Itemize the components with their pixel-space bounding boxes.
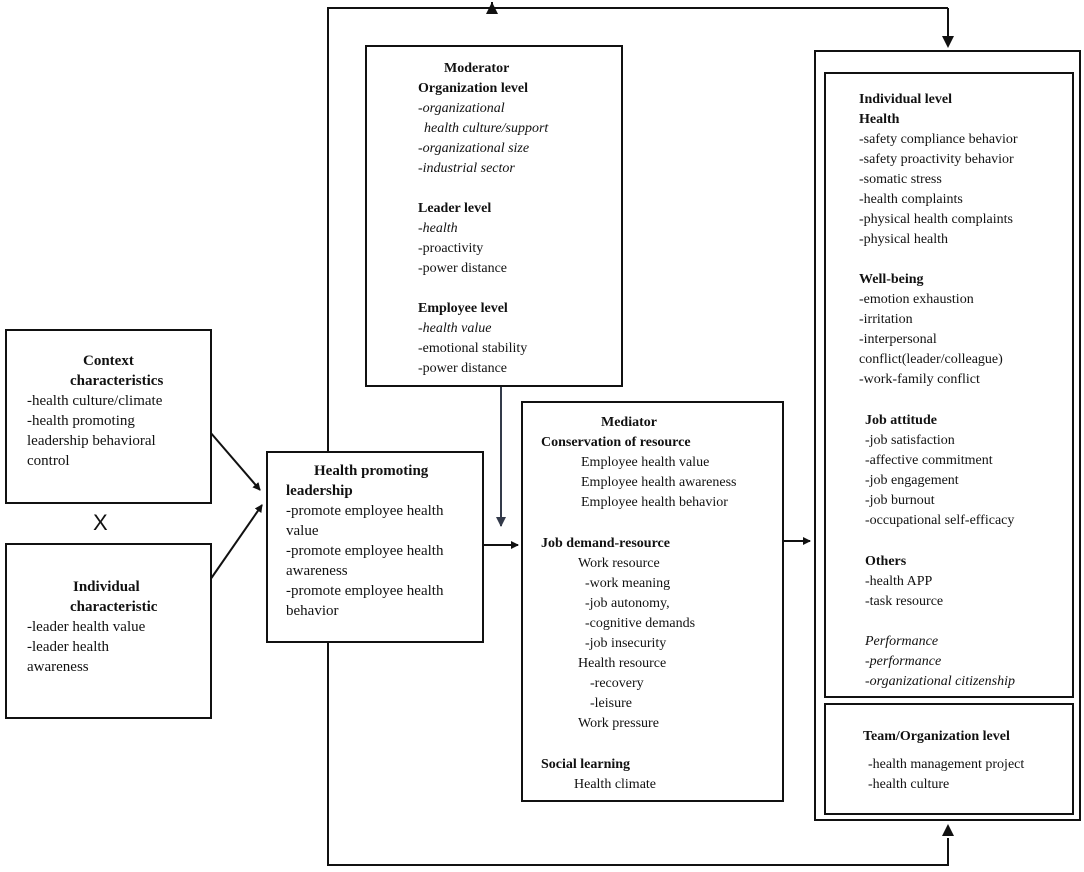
work-pressure-label: Work pressure [578,716,659,731]
context-item: leadership behavioral [27,433,156,449]
health-item: -safety proactivity behavior [859,152,1014,167]
hpl-item: -promote employee health [286,543,444,559]
job-attitude-item: -affective commitment [865,453,993,468]
org-level-item: -organizational size [418,141,530,156]
wellbeing-item: conflict(leader/colleague) [859,352,1003,367]
leader-level-item: -health [418,221,458,236]
team-level-item: -health management project [868,757,1025,772]
moderator-title: Moderator [444,61,510,76]
job-attitude-item: -job satisfaction [865,433,955,448]
job-attitude-item: -occupational self-efficacy [865,513,1015,528]
wellbeing-item: -interpersonal [859,332,937,347]
work-resource-item: -job autonomy, [585,596,670,611]
wellbeing-item: -irritation [859,312,913,327]
others-item: -task resource [865,594,944,609]
hpl-item: -promote employee health [286,583,444,599]
hpl-item: awareness [286,563,348,579]
hpl-item: value [286,523,319,539]
cor-item: Employee health value [581,455,710,470]
top-up-arrowhead [486,2,498,14]
org-level-item: health culture/support [424,121,549,136]
context-item: -health culture/climate [27,393,163,409]
individual-item: -leader health value [27,619,146,635]
health-resource-label: Health resource [578,656,667,671]
individual-item: awareness [27,659,89,675]
wellbeing-item: -emotion exhaustion [859,292,974,307]
health-item: -health complaints [859,192,963,207]
top-loop-line [327,7,948,451]
health-item: -somatic stress [859,172,942,187]
employee-level-item: -health value [418,321,492,336]
employee-level-item: -power distance [418,361,508,376]
job-attitude-item: -job engagement [865,473,959,488]
cor-item: Employee health awareness [581,475,737,490]
bottom-loop-line [327,643,949,866]
health-resource-item: -leisure [590,696,632,711]
interaction-cross: X [93,510,108,535]
hpl-title-1: Health promoting [314,463,429,479]
team-level-heading: Team/Organization level [863,729,1010,744]
individual-level-outcomes-box: Individual level Health -safety complian… [824,72,1074,698]
wellbeing-heading: Well-being [859,272,924,287]
performance-item: -organizational citizenship [865,674,1015,689]
employee-level-heading: Employee level [418,301,508,316]
work-resource-item: -job insecurity [585,636,667,651]
social-learning-item: Health climate [574,777,657,792]
hpl-item: behavior [286,603,339,619]
health-item: -physical health [859,232,949,247]
jdr-heading: Job demand-resource [541,536,670,551]
individual-item: -leader health [27,639,110,655]
top-down-arrowhead [942,36,954,48]
context-title-2: characteristics [70,373,164,389]
individual-characteristic-box: Individual characteristic -leader health… [5,543,212,719]
job-attitude-item: -job burnout [865,493,935,508]
individual-title-1: Individual [73,579,140,595]
team-level-outcomes-box: Team/Organization level -health manageme… [824,703,1074,815]
work-resource-label: Work resource [578,556,660,571]
health-resource-item: -recovery [590,676,644,691]
team-level-item: -health culture [868,777,950,792]
moderator-box: Moderator Organization level -organizati… [365,45,623,387]
social-learning-heading: Social learning [541,757,631,772]
performance-heading: Performance [865,634,939,649]
job-attitude-heading: Job attitude [865,413,937,428]
health-item: -physical health complaints [859,212,1013,227]
mediator-box: Mediator Conservation of resource Employ… [521,401,784,802]
individual-level-heading: Individual level [859,92,952,107]
hpl-item: -promote employee health [286,503,444,519]
cor-item: Employee health behavior [581,495,728,510]
cor-heading: Conservation of resource [541,435,691,450]
org-level-heading: Organization level [418,81,529,96]
wellbeing-item: -work-family conflict [859,372,980,387]
work-resource-item: -cognitive demands [585,616,696,631]
health-item: -safety compliance behavior [859,132,1018,147]
bottom-up-arrowhead [942,824,954,836]
org-level-item: -organizational [418,101,505,116]
context-to-hpl-arrow [209,431,261,491]
individual-to-hpl-arrow [209,504,263,581]
health-promoting-leadership-box: Health promoting leadership -promote emp… [266,451,484,643]
individual-title-2: characteristic [70,599,158,615]
context-item: -health promoting [27,413,135,429]
leader-level-item: -proactivity [418,241,484,256]
others-heading: Others [865,554,907,569]
context-characteristics-box: Context characteristics -health culture/… [5,329,212,504]
leader-level-heading: Leader level [418,201,492,216]
context-title-1: Context [83,353,134,369]
work-resource-item: -work meaning [585,576,671,591]
org-level-item: -industrial sector [418,161,515,176]
context-item: control [27,453,70,469]
mediator-title: Mediator [601,415,657,430]
leader-level-item: -power distance [418,261,508,276]
health-heading: Health [859,112,900,127]
hpl-title-2: leadership [286,483,353,499]
others-item: -health APP [865,574,933,589]
employee-level-item: -emotional stability [418,341,528,356]
performance-item: -performance [865,654,942,669]
